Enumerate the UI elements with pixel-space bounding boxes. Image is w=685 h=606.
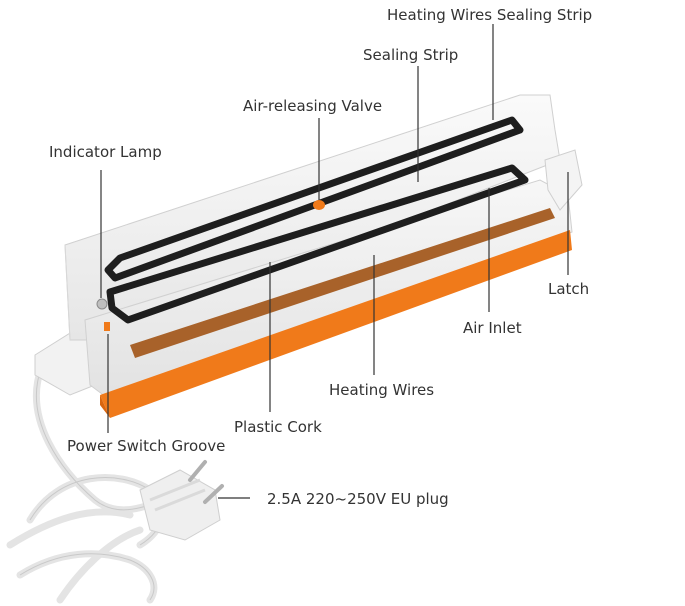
air-releasing-valve (313, 200, 325, 210)
label-plastic-cork: Plastic Cork (234, 418, 322, 436)
label-power-switch-groove: Power Switch Groove (67, 437, 225, 455)
label-heating-wires: Heating Wires (329, 381, 434, 399)
label-latch: Latch (548, 280, 589, 298)
label-air-releasing-valve: Air-releasing Valve (243, 97, 382, 115)
label-indicator-lamp: Indicator Lamp (49, 143, 162, 161)
indicator-lamp (97, 299, 107, 309)
label-heating-wires-sealing-strip: Heating Wires Sealing Strip (387, 6, 592, 24)
label-plug: 2.5A 220~250V EU plug (267, 490, 449, 508)
eu-plug (140, 462, 222, 540)
label-sealing-strip: Sealing Strip (363, 46, 458, 64)
label-air-inlet: Air Inlet (463, 319, 522, 337)
power-switch-groove (104, 322, 110, 331)
